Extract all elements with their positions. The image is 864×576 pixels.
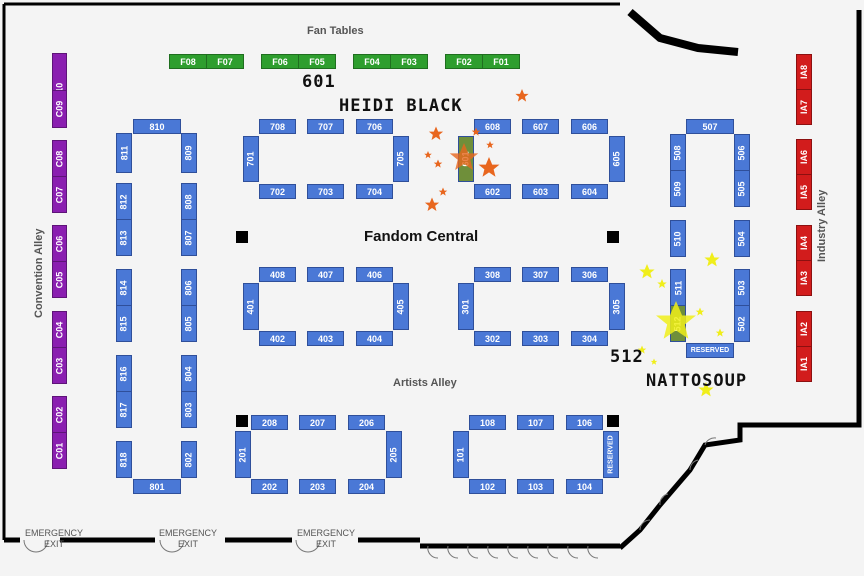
table-509[interactable]: 509 xyxy=(670,170,686,207)
table-602[interactable]: 602 xyxy=(474,184,511,199)
annotation-natto-number: 512 xyxy=(610,347,644,367)
table-C07[interactable]: C07 xyxy=(52,176,67,213)
pillar xyxy=(607,415,619,427)
table-IA3[interactable]: IA3 xyxy=(796,260,812,296)
table-102[interactable]: 102 xyxy=(469,479,506,494)
table-402[interactable]: 402 xyxy=(259,331,296,346)
table-103[interactable]: 103 xyxy=(517,479,554,494)
table-205[interactable]: 205 xyxy=(386,431,402,478)
table-C01[interactable]: C01 xyxy=(52,432,67,469)
table-604[interactable]: 604 xyxy=(571,184,608,199)
table-204[interactable]: 204 xyxy=(348,479,385,494)
table-C05[interactable]: C05 xyxy=(52,261,67,298)
table-605[interactable]: 605 xyxy=(609,136,625,182)
table-401[interactable]: 401 xyxy=(243,283,259,330)
fan-tables-label: Fan Tables xyxy=(307,25,364,37)
table-403[interactable]: 403 xyxy=(307,331,344,346)
table-407[interactable]: 407 xyxy=(307,267,344,282)
table-306[interactable]: 306 xyxy=(571,267,608,282)
table-F01[interactable]: F01 xyxy=(482,54,520,69)
table-202[interactable]: 202 xyxy=(251,479,288,494)
table-303[interactable]: 303 xyxy=(522,331,559,346)
table-810[interactable]: 810 xyxy=(133,119,181,134)
table-C03[interactable]: C03 xyxy=(52,347,67,384)
table-201[interactable]: 201 xyxy=(235,431,251,478)
table-703[interactable]: 703 xyxy=(307,184,344,199)
table-305[interactable]: 305 xyxy=(609,283,625,330)
table-702[interactable]: 702 xyxy=(259,184,296,199)
table-706[interactable]: 706 xyxy=(356,119,393,134)
table-704[interactable]: 704 xyxy=(356,184,393,199)
table-307[interactable]: 307 xyxy=(522,267,559,282)
table-IA5[interactable]: IA5 xyxy=(796,174,812,210)
table-IA1[interactable]: IA1 xyxy=(796,346,812,382)
table-807[interactable]: 807 xyxy=(181,219,197,256)
table-607[interactable]: 607 xyxy=(522,119,559,134)
table-815[interactable]: 815 xyxy=(116,305,132,342)
table-813[interactable]: 813 xyxy=(116,219,132,256)
table-809[interactable]: 809 xyxy=(181,133,197,173)
table-708[interactable]: 708 xyxy=(259,119,296,134)
table-408[interactable]: 408 xyxy=(259,267,296,282)
table-203[interactable]: 203 xyxy=(299,479,336,494)
table-705[interactable]: 705 xyxy=(393,136,409,182)
table-608[interactable]: 608 xyxy=(474,119,511,134)
table-101[interactable]: 101 xyxy=(453,431,469,478)
pillar xyxy=(236,415,248,427)
table-C09[interactable]: C09 xyxy=(52,90,67,128)
annotation-heidi-name: HEIDI BLACK xyxy=(339,96,463,116)
pillar xyxy=(607,231,619,243)
table-817[interactable]: 817 xyxy=(116,391,132,428)
table-801[interactable]: 801 xyxy=(133,479,181,494)
table-603[interactable]: 603 xyxy=(522,184,559,199)
table-510[interactable]: 510 xyxy=(670,220,686,257)
table-308[interactable]: 308 xyxy=(474,267,511,282)
table-304[interactable]: 304 xyxy=(571,331,608,346)
table-504[interactable]: 504 xyxy=(734,220,750,257)
table-F06[interactable]: F06 xyxy=(261,54,299,69)
table-606[interactable]: 606 xyxy=(571,119,608,134)
table-302[interactable]: 302 xyxy=(474,331,511,346)
table-reserved[interactable]: RESERVED xyxy=(603,431,619,478)
annotation-natto-name: NATTOSOUP xyxy=(646,371,748,391)
table-811[interactable]: 811 xyxy=(116,133,132,173)
table-F07[interactable]: F07 xyxy=(206,54,244,69)
table-406[interactable]: 406 xyxy=(356,267,393,282)
table-207[interactable]: 207 xyxy=(299,415,336,430)
table-505[interactable]: 505 xyxy=(734,170,750,207)
table-701[interactable]: 701 xyxy=(243,136,259,182)
table-F03[interactable]: F03 xyxy=(390,54,428,69)
table-405[interactable]: 405 xyxy=(393,283,409,330)
table-106[interactable]: 106 xyxy=(566,415,603,430)
annotation-heidi-number: 601 xyxy=(302,72,336,92)
pillar xyxy=(236,231,248,243)
table-104[interactable]: 104 xyxy=(566,479,603,494)
table-208[interactable]: 208 xyxy=(251,415,288,430)
table-108[interactable]: 108 xyxy=(469,415,506,430)
table-803[interactable]: 803 xyxy=(181,391,197,428)
table-507[interactable]: 507 xyxy=(686,119,734,134)
table-818[interactable]: 818 xyxy=(116,441,132,478)
table-301[interactable]: 301 xyxy=(458,283,474,330)
table-802[interactable]: 802 xyxy=(181,441,197,478)
table-502[interactable]: 502 xyxy=(734,305,750,342)
table-707[interactable]: 707 xyxy=(307,119,344,134)
table-107[interactable]: 107 xyxy=(517,415,554,430)
table-404[interactable]: 404 xyxy=(356,331,393,346)
table-805[interactable]: 805 xyxy=(181,305,197,342)
table-reserved[interactable]: RESERVED xyxy=(686,343,734,358)
artists-alley-label: Artists Alley xyxy=(393,377,457,389)
table-F05[interactable]: F05 xyxy=(298,54,336,69)
fandom-central-label: Fandom Central xyxy=(364,228,479,245)
table-206[interactable]: 206 xyxy=(348,415,385,430)
table-IA7[interactable]: IA7 xyxy=(796,89,812,125)
